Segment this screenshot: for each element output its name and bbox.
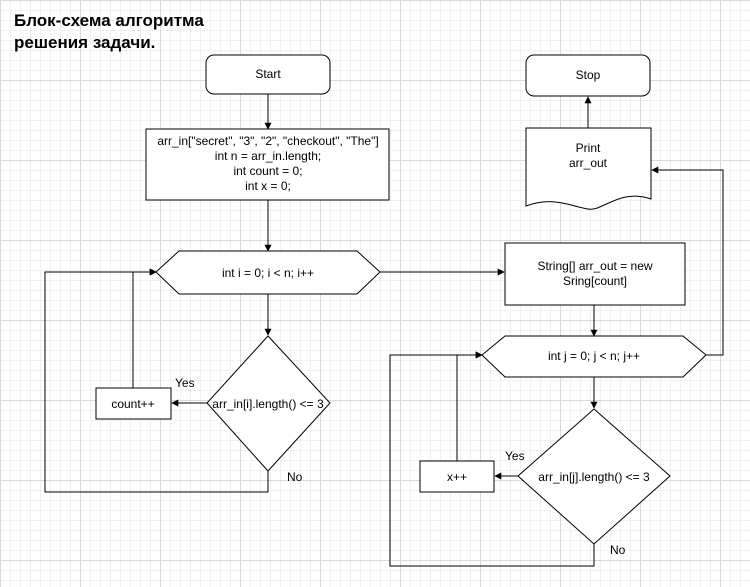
loop-i-node: int i = 0; i < n; i++ bbox=[155, 250, 381, 295]
condition-j-node: arr_in[j].length() <= 3 bbox=[517, 408, 671, 545]
print-document-node: Print arr_out bbox=[525, 127, 652, 210]
loop-j-label: int j = 0; j < n; j++ bbox=[548, 349, 640, 363]
print-line-2: arr_out bbox=[569, 156, 608, 170]
edge-cond2-no bbox=[389, 351, 595, 567]
alloc-line-2: Sring[count] bbox=[563, 274, 627, 288]
count-increment-node: count++ bbox=[95, 387, 172, 420]
edge-x-back-to-loop2 bbox=[456, 351, 483, 461]
loop-i-label: int i = 0; i < n; i++ bbox=[222, 266, 314, 280]
init-line-2: int n = arr_in.length; bbox=[215, 149, 321, 163]
init-line-3: int count = 0; bbox=[233, 164, 302, 178]
edge-count-back-to-loop1 bbox=[132, 268, 157, 388]
edge-label-no-1: No bbox=[287, 470, 303, 484]
connectors bbox=[44, 94, 724, 567]
init-line-4: int x = 0; bbox=[245, 179, 291, 193]
condition-j-label: arr_in[j].length() <= 3 bbox=[538, 470, 650, 484]
init-process-node: arr_in["secret", "3", "2", "checkout", "… bbox=[145, 128, 390, 201]
print-line-1: Print bbox=[576, 141, 601, 155]
x-increment-label: x++ bbox=[447, 470, 467, 484]
diagram-title-line-1: Блок-схема алгоритма bbox=[14, 11, 204, 30]
diagram-title-line-2: решения задачи. bbox=[14, 33, 156, 52]
condition-i-node: arr_in[i].length() <= 3 bbox=[206, 335, 331, 472]
stop-node: Stop bbox=[525, 54, 651, 97]
x-increment-node: x++ bbox=[419, 460, 495, 493]
diagram-title: Блок-схема алгоритма решения задачи. bbox=[14, 10, 204, 54]
init-line-1: arr_in["secret", "3", "2", "checkout", "… bbox=[157, 134, 378, 148]
alloc-line-1: String[] arr_out = new bbox=[537, 259, 652, 273]
edge-cond1-no bbox=[44, 268, 269, 493]
edge-loop2-to-print bbox=[651, 166, 724, 356]
edge-label-yes-2: Yes bbox=[505, 449, 525, 463]
edge-label-yes-1: Yes bbox=[175, 376, 195, 390]
loop-j-node: int j = 0; j < n; j++ bbox=[481, 335, 707, 378]
edge-label-no-2: No bbox=[610, 543, 626, 557]
stop-label: Stop bbox=[576, 68, 601, 82]
alloc-process-node: String[] arr_out = new Sring[count] bbox=[504, 242, 686, 306]
condition-i-label: arr_in[i].length() <= 3 bbox=[212, 397, 324, 411]
start-node: Start bbox=[205, 54, 331, 95]
count-increment-label: count++ bbox=[111, 397, 154, 411]
start-label: Start bbox=[255, 67, 281, 81]
